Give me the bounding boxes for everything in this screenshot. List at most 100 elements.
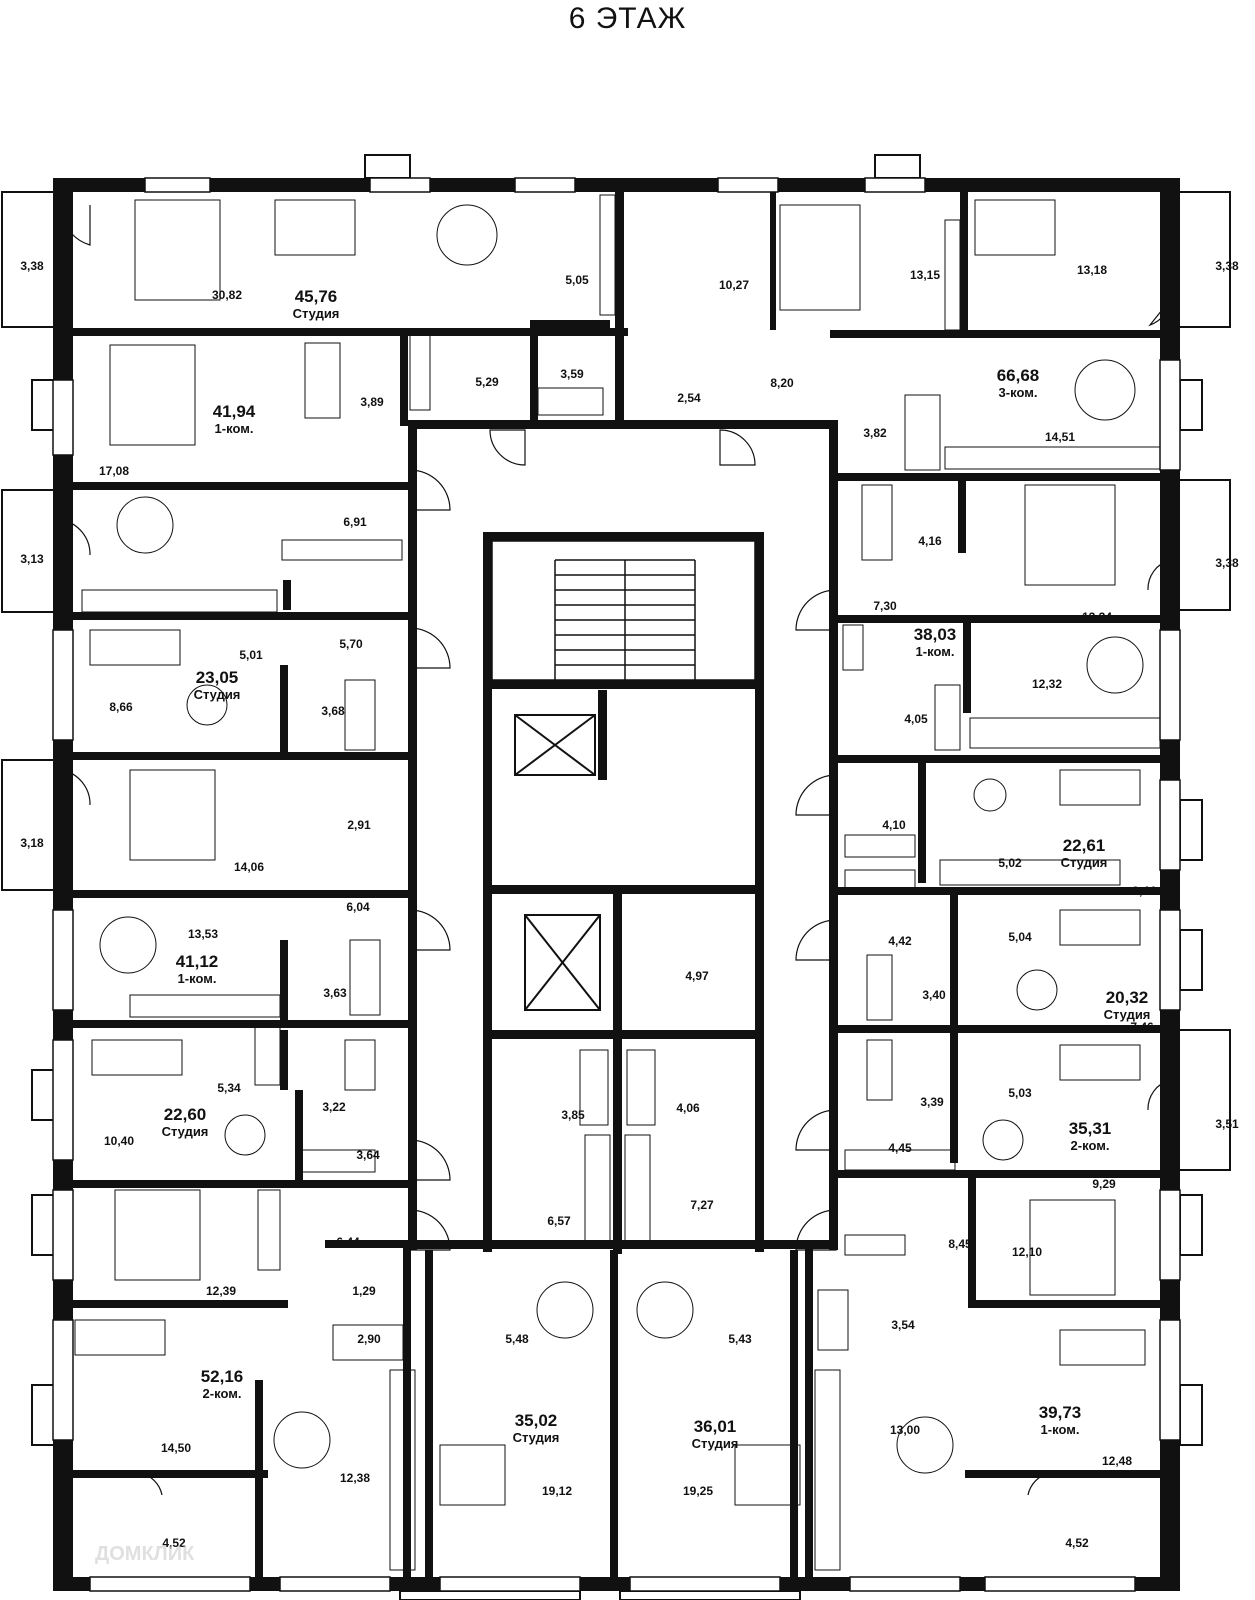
room-area: 13,00 [890, 1423, 920, 1437]
apartment-area: 38,03 [914, 625, 957, 644]
room-area: 8,66 [109, 700, 133, 714]
room-area: 2,91 [347, 818, 371, 832]
apartment-area: 35,31 [1069, 1119, 1112, 1138]
apartment-type: Студия [513, 1430, 560, 1445]
room-area: 14,51 [1045, 430, 1075, 444]
room-area: 12,10 [1012, 1245, 1042, 1259]
apartment-type: Студия [1061, 855, 1108, 870]
room-area: 4,52 [1065, 1536, 1089, 1550]
apartment-area: 66,68 [997, 366, 1040, 385]
apartment-type: 1-ком. [178, 971, 217, 986]
apartment-type: Студия [1104, 1007, 1151, 1022]
room-area: 10,40 [104, 1134, 134, 1148]
room-area: 3,18 [20, 836, 44, 850]
room-area: 3,22 [322, 1100, 346, 1114]
apartment-type: Студия [162, 1124, 209, 1139]
apartment-area: 35,02 [515, 1411, 558, 1430]
room-area: 5,43 [728, 1332, 752, 1346]
room-area: 5,01 [239, 648, 263, 662]
apartment-area: 23,05 [196, 668, 239, 687]
room-area: 4,45 [888, 1141, 912, 1155]
floor-title: 6 ЭТАЖ [568, 2, 687, 35]
room-area: 19,25 [683, 1484, 713, 1498]
elevator-1 [514, 714, 596, 776]
apartment-type: 1-ком. [916, 644, 955, 659]
apartment-area: 41,94 [213, 402, 256, 421]
apartment-area: 36,01 [694, 1417, 737, 1436]
room-area: 5,70 [339, 637, 363, 651]
windows [52, 177, 1181, 1592]
apartment-type: Студия [692, 1436, 739, 1451]
apartment-area: 39,73 [1039, 1403, 1082, 1422]
room-area: 3,38 [1215, 259, 1239, 273]
room-area: 30,82 [212, 288, 242, 302]
room-area: 3,89 [360, 395, 384, 409]
room-area: 12,32 [1032, 677, 1062, 691]
stairs-core [491, 540, 756, 681]
room-area: 1,29 [352, 1284, 376, 1298]
apartment-type: Студия [194, 687, 241, 702]
room-area: 8,20 [770, 376, 794, 390]
room-area: 14,50 [161, 1441, 191, 1455]
walls [53, 178, 1180, 1591]
room-area: 4,52 [162, 1536, 186, 1550]
watermark: ДОМКЛИК [95, 1543, 195, 1565]
room-area: 3,40 [922, 988, 946, 1002]
apartment-area: 52,16 [201, 1367, 244, 1386]
room-area: 14,06 [234, 860, 264, 874]
apartment-type: 2-ком. [203, 1386, 242, 1401]
apartment-area: 22,60 [164, 1105, 207, 1124]
room-area: 12,48 [1102, 1454, 1132, 1468]
apartment-area: 41,12 [176, 952, 219, 971]
room-area: 5,34 [217, 1081, 241, 1095]
room-area: 5,04 [1008, 930, 1032, 944]
room-area: 3,64 [356, 1148, 380, 1162]
room-area: 3,82 [863, 426, 887, 440]
furniture [74, 194, 1161, 1571]
room-area: 5,02 [998, 856, 1022, 870]
apartment-area: 45,76 [295, 287, 338, 306]
room-area: 6,04 [346, 900, 370, 914]
room-area: 12,39 [206, 1284, 236, 1298]
room-area: 8,45 [948, 1237, 972, 1251]
room-area: 6,57 [547, 1214, 571, 1228]
room-area: 17,08 [99, 464, 129, 478]
room-area: 5,29 [475, 375, 499, 389]
room-area: 4,97 [685, 969, 709, 983]
room-area: 7,30 [873, 599, 897, 613]
room-area: 3,85 [561, 1108, 585, 1122]
room-area: 3,54 [891, 1318, 915, 1332]
room-area: 13,53 [188, 927, 218, 941]
room-area: 6,44 [336, 1235, 360, 1249]
apartment-type: 2-ком. [1071, 1138, 1110, 1153]
room-area: 10,27 [719, 278, 749, 292]
apartment-type: 1-ком. [215, 421, 254, 436]
room-area: 7,27 [690, 1198, 714, 1212]
room-area: 3,59 [560, 367, 584, 381]
room-area: 9,29 [1092, 1177, 1116, 1191]
room-area: 3,63 [323, 986, 347, 1000]
room-area: 19,12 [542, 1484, 572, 1498]
room-area: 6,91 [343, 515, 367, 529]
apartment-type: 3-ком. [999, 385, 1038, 400]
doors [61, 205, 1171, 1496]
apartment-area: 22,61 [1063, 836, 1106, 855]
room-area: 12,38 [340, 1471, 370, 1485]
room-area: 2,54 [677, 391, 701, 405]
room-area: 9,44 [1132, 884, 1156, 898]
room-area: 4,10 [882, 818, 906, 832]
apartment-type: Студия [293, 306, 340, 321]
room-area: 4,05 [904, 712, 928, 726]
room-area: 2,90 [357, 1332, 381, 1346]
room-area: 13,18 [1077, 263, 1107, 277]
apartment-area: 20,32 [1106, 988, 1149, 1007]
room-area: 4,42 [888, 934, 912, 948]
elevator-2 [524, 914, 601, 1011]
apartment-labels: 45,76 Студия 41,94 1-ком. 23,05 Студия 4… [162, 287, 1151, 1451]
room-area: 3,38 [20, 259, 44, 273]
room-area: 5,03 [1008, 1086, 1032, 1100]
apartment-type: 1-ком. [1041, 1422, 1080, 1437]
room-area: 3,13 [20, 552, 44, 566]
room-area: 3,38 [1215, 556, 1239, 570]
